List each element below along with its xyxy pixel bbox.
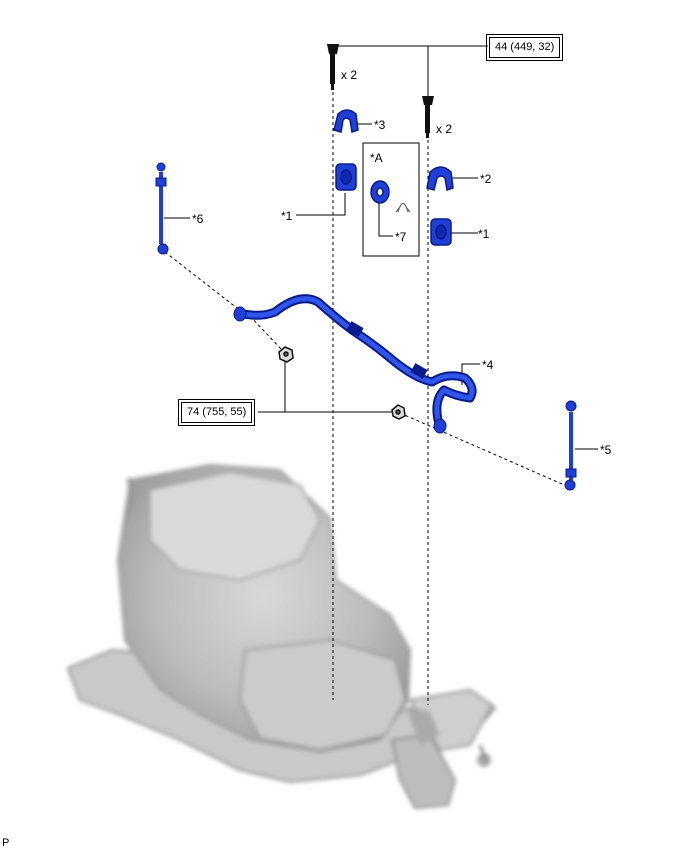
nut-upper [278,346,294,363]
callout-7: *7 [395,230,407,244]
torque-spec-lower: 74 (755, 55) [177,399,256,426]
bolt-right-quantity: x 2 [436,122,453,136]
link-5 [564,400,577,491]
bracket-2 [426,166,454,191]
callout-1-right: *1 [478,227,490,241]
callout-1-left: *1 [281,209,293,223]
detail-a-frame [362,142,420,257]
stabilizer-bar [233,294,477,434]
callout-5: *5 [600,443,612,457]
bracket-3 [333,109,359,133]
ring-7 [370,180,390,204]
bushing-1-right [430,218,452,246]
leader-lines [164,45,598,450]
dashed-alignment-lines [164,80,563,705]
torque-spec-upper: 44 (449, 32) [485,34,564,61]
callout-4: *4 [482,358,494,372]
callout-3: *3 [374,118,386,132]
nut-lower [391,404,406,420]
bolt-right [422,96,434,138]
bolt-left-quantity: x 2 [341,68,358,82]
bolt-left [327,44,339,90]
clip-a [395,202,411,213]
callout-2: *2 [480,172,492,186]
callout-6: *6 [192,212,204,226]
engine-subframe-illustration [66,463,497,810]
illustration-code: P [2,837,10,849]
bushing-1-left [335,163,357,191]
link-6 [155,162,169,255]
callout-a: *A [370,151,383,165]
